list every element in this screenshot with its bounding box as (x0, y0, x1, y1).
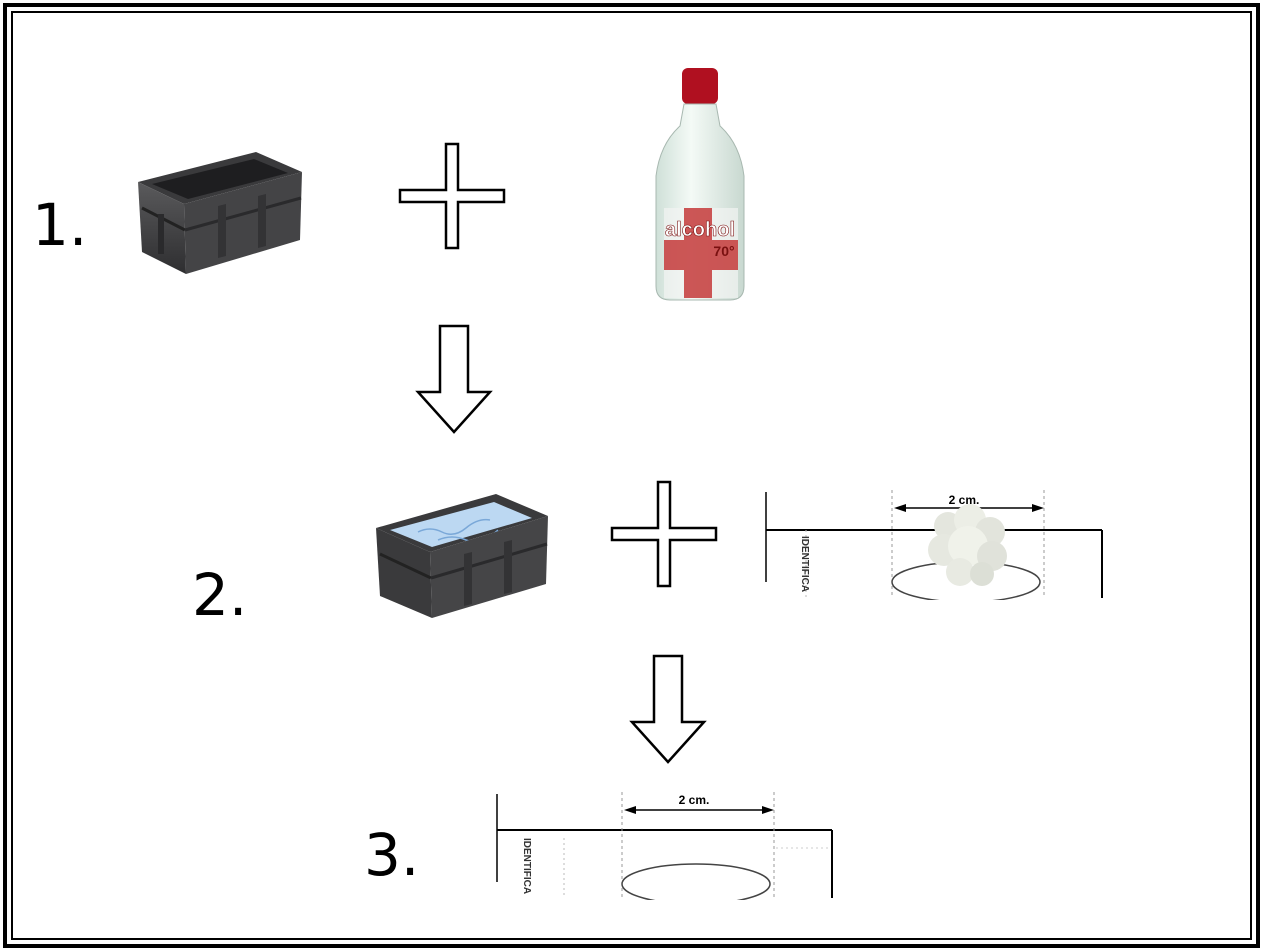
label-diagram-with-cotton: 2 cm. IDENTIFICA (765, 490, 1103, 600)
outer-frame (3, 3, 1260, 948)
measure-label-bottom: 2 cm. (679, 793, 710, 807)
bottle-brand-text: alcohol (665, 219, 735, 241)
step-2-number: 2. (192, 561, 248, 629)
cotton-ball-icon (928, 504, 1007, 586)
side-label-top: IDENTIFICA (799, 536, 810, 592)
plus-sign-2 (610, 480, 718, 588)
bottle-strength-text: 70° (713, 243, 734, 259)
measure-label-top: 2 cm. (949, 493, 980, 507)
plus-sign-1 (398, 142, 506, 250)
down-arrow-1 (415, 324, 493, 434)
label-diagram-final: 2 cm. IDENTIFICA (496, 792, 833, 900)
step-1-number: 1. (32, 191, 88, 259)
empty-crate-image (138, 152, 302, 274)
step-3-number: 3. (364, 821, 420, 889)
down-arrow-2 (629, 654, 707, 764)
inner-frame (11, 11, 1252, 940)
alcohol-bottle-image: alcohol 70° (655, 68, 745, 301)
side-label-bottom: IDENTIFICA (521, 838, 532, 894)
crate-with-alcohol-image (376, 494, 548, 618)
